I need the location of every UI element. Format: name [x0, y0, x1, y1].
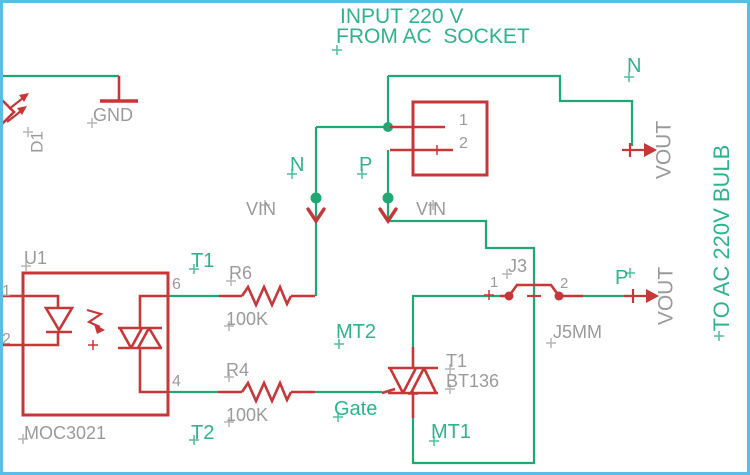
- vout-arrow-top: [622, 143, 657, 157]
- jumper-value: J5MM: [553, 322, 602, 342]
- vout-arrow-bottom: [624, 289, 659, 303]
- optocoupler-u1: [0, 271, 170, 417]
- moc-pin6-label: 6: [172, 276, 181, 293]
- led-refdes: D1: [27, 131, 47, 153]
- moc-pin2-label: 2: [2, 331, 11, 348]
- vin-arrow-p: [378, 207, 398, 225]
- jumper-pin1-label: 1: [490, 274, 499, 291]
- resistor-r4: [218, 379, 315, 405]
- junction-dots: [310, 122, 394, 204]
- optocoupler-refdes: U1: [24, 248, 48, 268]
- net-label-vout-bottom: VOUT: [654, 266, 678, 326]
- net-label-n-top: N: [627, 55, 642, 77]
- vin-label-right: VIN: [416, 199, 447, 219]
- net-label-p-right: P: [615, 267, 629, 289]
- optocoupler-value: MOC3021: [24, 423, 107, 443]
- triac-mt2-label: MT2: [336, 321, 376, 343]
- net-label-t2: T2: [191, 422, 215, 444]
- vin-label-left: VIN: [246, 199, 277, 219]
- net-label-p-mid: P: [359, 154, 373, 176]
- net-wires: [0, 74, 634, 465]
- input-caption-line2: FROM AC SOCKET: [336, 25, 530, 48]
- r4-refdes: R4: [226, 360, 250, 380]
- net-label-vout-top: VOUT: [652, 120, 676, 180]
- triac-t1: [381, 347, 438, 418]
- input-caption-line1: INPUT 220 V: [340, 5, 464, 28]
- r6-value: 100K: [226, 309, 269, 329]
- moc-pin1-label: 1: [2, 283, 11, 300]
- origin-crosses: [18, 45, 724, 446]
- triac-value: BT136: [446, 371, 500, 391]
- ac-connector: [390, 100, 489, 177]
- jumper-j3: [500, 283, 583, 301]
- triac-gate-label: Gate: [334, 398, 378, 420]
- net-label-n-mid: N: [290, 154, 305, 176]
- triac-refdes: T1: [446, 351, 468, 371]
- jumper-refdes: J3: [508, 256, 528, 276]
- jumper-pin2-label: 2: [560, 275, 569, 292]
- moc-pin4-label: 4: [172, 373, 181, 390]
- r6-refdes: R6: [229, 263, 253, 283]
- vin-arrow-n: [306, 207, 326, 225]
- output-caption: TO AC 220V BULB: [709, 144, 734, 332]
- net-label-t1: T1: [191, 250, 215, 272]
- gnd-label: GND: [93, 105, 133, 125]
- connector-pin1-label: 1: [459, 112, 468, 129]
- resistor-r6: [219, 283, 315, 309]
- connector-pin2-label: 2: [459, 135, 468, 152]
- r4-value: 100K: [226, 405, 269, 425]
- triac-mt1-label: MT1: [431, 421, 471, 443]
- led-d1-symbol: [0, 93, 29, 127]
- gnd-symbol: [100, 76, 138, 103]
